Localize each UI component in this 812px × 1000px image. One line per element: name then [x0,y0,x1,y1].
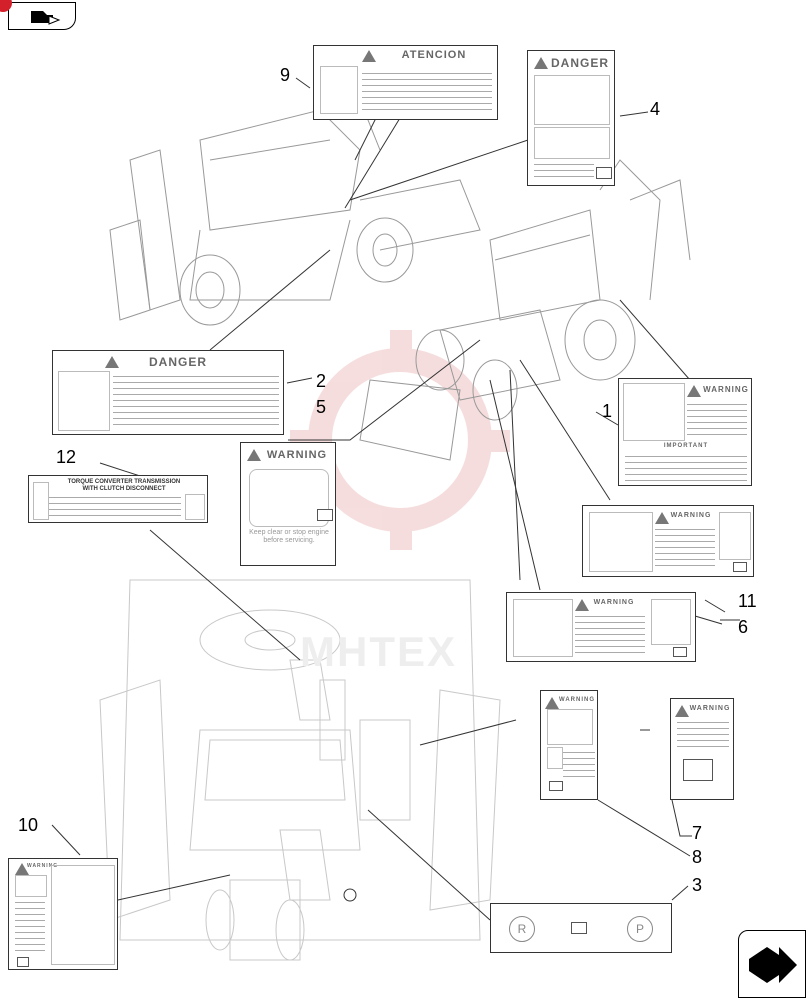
decal-10-controls-diagram [51,865,115,965]
decal-10-text [15,899,45,955]
decal-11-text [655,526,715,570]
decal-5-header: WARNING [266,449,328,461]
watermark-text: MHTEX [300,628,457,675]
decal-7-text [677,719,729,749]
manual-icon [673,647,687,657]
decal-11-pictogram [589,512,653,572]
manual-icon [571,922,587,934]
decal-12-shift-diagram [33,482,49,520]
decal-2-danger: DANGER [52,350,284,435]
decal-2-pictogram [58,371,110,431]
folder-arrow-icon [31,11,61,25]
corner-badge [0,0,12,12]
decal-12-subheader: WITH CLUTCH DISCONNECT [82,486,166,492]
decal-4-text [534,161,594,181]
decal-12-text [49,494,181,518]
callout-6: 6 [738,617,749,637]
decal-2-text [113,373,279,429]
decal-8-header: WARNING [559,697,595,703]
decal-7-header: WARNING [689,705,731,712]
callout-5: 5 [316,397,327,417]
warning-triangle-icon [105,356,119,368]
decal-6-warning: WARNING [506,592,696,662]
manual-icon [17,957,29,967]
decal-6-pictogram [513,599,573,657]
cab-interior [99,579,501,961]
decal-3-letter-p: P [627,916,653,942]
next-page-arrow-icon [749,947,797,983]
decal-8-text [563,749,595,777]
decal-8-warning: WARNING [540,690,598,800]
decal-7-warning: WARNING [670,698,734,800]
decal-3-letter-r: R [509,916,535,942]
warning-triangle-icon [362,50,376,62]
warning-triangle-icon [575,599,589,611]
warning-triangle-icon [675,705,689,717]
warning-triangle-icon [534,57,548,69]
warning-triangle-icon [247,449,261,461]
callout-8: 8 [692,847,703,867]
callout-10: 10 [18,815,39,835]
decal-1-text [687,401,747,437]
decal-4-header: DANGER [550,56,609,70]
decal-1-warning: WARNING IMPORTANT [618,378,752,486]
callout-9: 9 [280,65,291,85]
decal-9-text [362,70,492,110]
manual-icon [317,509,333,521]
decal-1-lower-header: IMPORTANT [663,443,709,449]
decal-4-danger: DANGER [527,50,615,186]
top-nav-button[interactable] [8,2,76,30]
decal-5-pictogram [249,469,329,527]
decal-10-warning: WARNING [8,858,118,970]
decal-4-pictogram-bottom [534,127,610,159]
decal-11-warning: WARNING [582,505,754,577]
callout-11: 11 [738,591,757,611]
next-page-button[interactable] [738,930,806,998]
decal-9-pictogram [320,66,358,114]
decal-8-pictogram-2 [547,747,563,769]
warning-triangle-icon [655,512,669,524]
manual-icon [596,167,612,179]
decal-6-header: WARNING [593,599,635,606]
decal-10-header: WARNING [27,863,59,869]
leader-lines [51,77,740,921]
decal-5-warning: WARNING Keep clear or stop engine before… [240,442,336,566]
decal-6-text [575,613,645,657]
decal-11-side-pictogram [719,512,751,560]
warning-triangle-icon [545,697,559,709]
callout-1: 1 [602,401,613,421]
decal-5-footer: Keep clear or stop engine before servici… [249,529,329,544]
callout-3: 3 [692,875,703,895]
manual-icon [683,759,713,781]
callout-7: 7 [692,823,703,843]
decal-8-pictogram [547,709,593,745]
manual-icon [549,781,563,791]
decal-4-pictogram-top [534,75,610,125]
callout-12: 12 [56,447,77,467]
decal-12-pattern [185,494,205,520]
callout-4: 4 [650,99,661,119]
decal-6-side-pictogram [651,599,691,645]
decal-12-header: TORQUE CONVERTER TRANSMISSION [67,479,181,485]
decal-1-lower-text [625,453,747,481]
decal-11-header: WARNING [670,512,712,519]
decal-12-torque-converter: TORQUE CONVERTER TRANSMISSION WITH CLUTC… [28,475,208,523]
decal-9-atencion: ATENCION [313,45,498,120]
decal-10-pictogram [15,875,47,897]
manual-icon [733,562,747,572]
warning-triangle-icon [15,863,29,875]
backhoe-rear-view [109,99,481,326]
decal-9-header: ATENCION [401,49,467,61]
decal-1-header: WARNING [703,385,749,394]
callout-2: 2 [316,371,327,391]
decal-3-brake: R P [490,903,672,953]
decal-2-header: DANGER [148,355,207,369]
decal-1-pictogram [623,383,685,441]
warning-triangle-icon [687,385,701,397]
